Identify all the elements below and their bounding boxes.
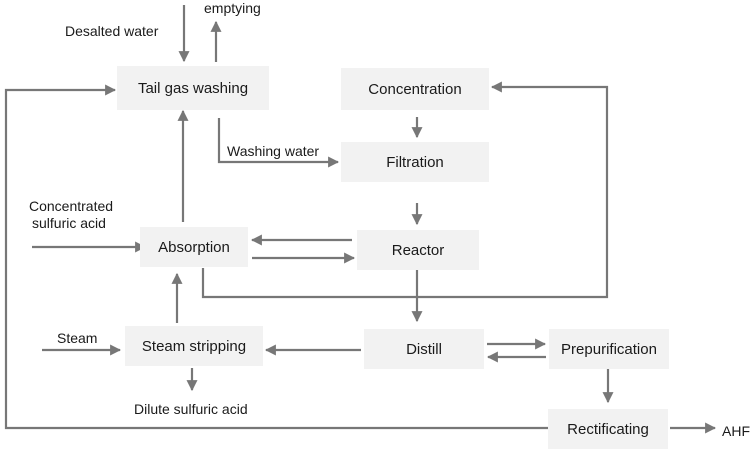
arrow-washing-water [217, 118, 340, 168]
label-washing-water: Washing water [227, 143, 320, 159]
label-desalted-water: Desalted water [65, 23, 159, 39]
node-steam-stripping: Steam stripping [125, 326, 263, 366]
label-concentrated-2: sulfuric acid [32, 215, 106, 231]
node-prepurification: Prepurification [549, 329, 669, 369]
label-dilute-sulfuric-acid: Dilute sulfuric acid [134, 401, 248, 417]
node-filtration: Filtration [341, 142, 489, 182]
node-tail-gas-washing: Tail gas washing [117, 66, 269, 110]
label-emptying: emptying [204, 0, 261, 16]
node-absorption: Absorption [140, 227, 248, 267]
node-reactor: Reactor [357, 230, 479, 270]
arrow-absorption-concentration [201, 81, 609, 299]
label-ahf: AHF [722, 423, 750, 439]
node-distill: Distill [364, 329, 484, 369]
label-concentrated-1: Concentrated [29, 198, 114, 214]
node-concentration: Concentration [341, 68, 489, 110]
node-rectificating: Rectificating [548, 409, 668, 449]
label-steam: Steam [57, 330, 98, 346]
arrow-recycle-loop [4, 84, 548, 430]
